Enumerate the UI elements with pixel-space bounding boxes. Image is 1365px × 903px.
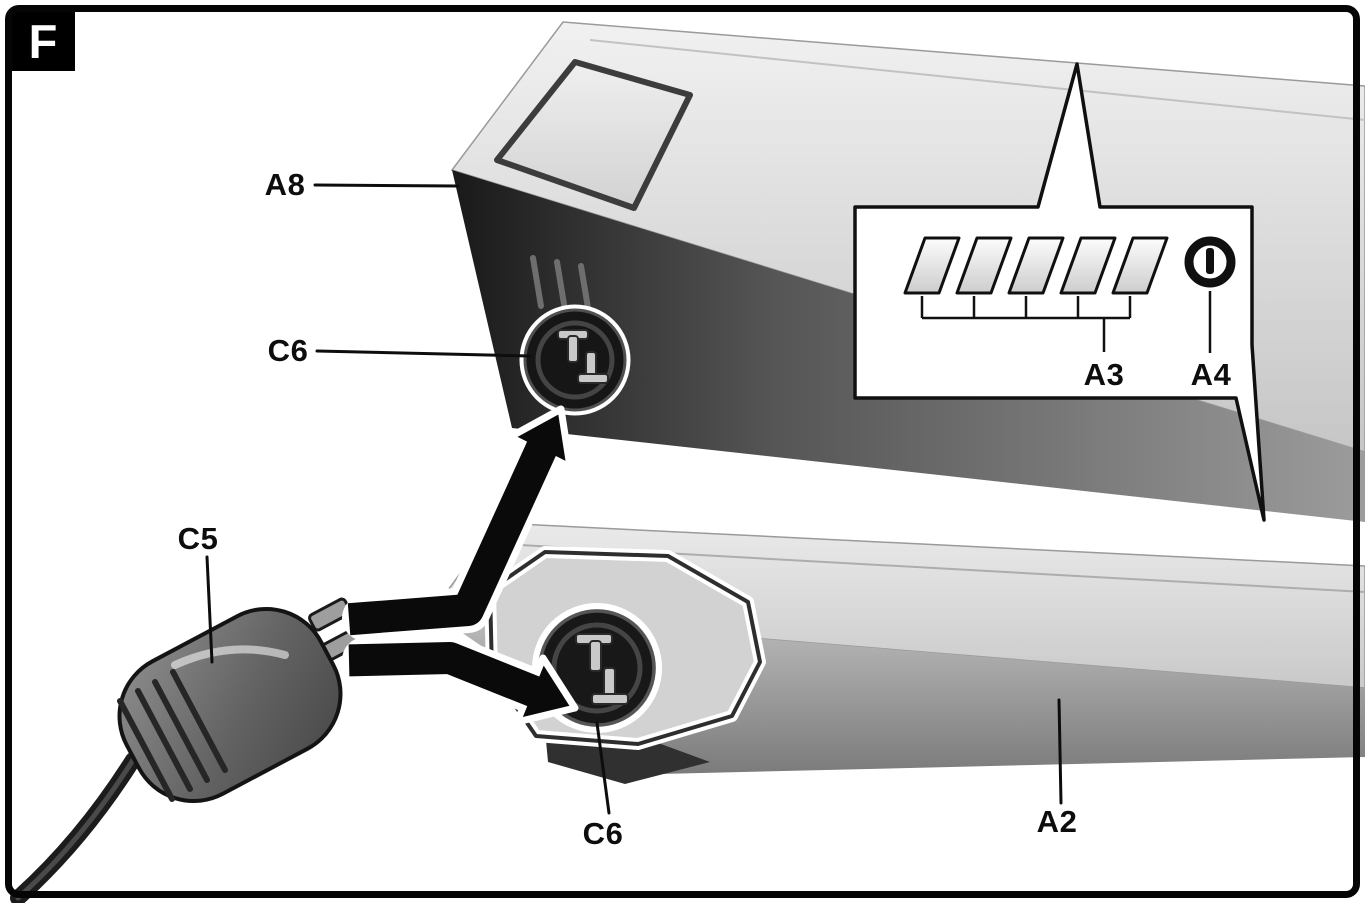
insert-arrow-lower-shaft xyxy=(348,642,551,711)
leader-line-c5 xyxy=(205,555,214,664)
label-a8: A8 xyxy=(264,167,306,202)
callout-box-outline xyxy=(853,62,1266,522)
figure-tag-badge: F xyxy=(11,11,75,71)
indicator-bracket xyxy=(920,296,1132,352)
power-plug xyxy=(10,597,364,903)
lower-socket-ring xyxy=(551,622,643,714)
upper-battery-top-seam xyxy=(589,39,1365,121)
leader-line-c6-upper xyxy=(315,349,532,358)
insert-arrow-upper-shaft xyxy=(347,430,562,636)
indicator-callout-box xyxy=(853,62,1266,522)
power-cable xyxy=(10,752,141,903)
plug-grip-ribs xyxy=(117,669,228,802)
charge-bar xyxy=(955,236,1013,295)
lower-socket-pins xyxy=(575,633,629,705)
charge-bar xyxy=(903,236,961,295)
charge-indicator-bars xyxy=(903,236,1169,295)
power-icon-bar xyxy=(1206,248,1214,274)
leader-line-a2 xyxy=(1057,698,1063,805)
label-c5: C5 xyxy=(177,521,219,556)
leader-line-c6-lower xyxy=(595,721,611,815)
figure-tag: F xyxy=(28,14,58,68)
insert-arrow-lower xyxy=(342,635,579,726)
charge-bar xyxy=(1059,236,1117,295)
lower-battery xyxy=(430,522,1365,784)
upper-socket-ring xyxy=(535,320,615,400)
charge-bar xyxy=(1007,236,1065,295)
leader-lines xyxy=(205,183,1063,815)
plug-highlight xyxy=(171,645,289,669)
label-c6-upper: C6 xyxy=(267,333,309,368)
power-cable-highlight xyxy=(15,757,136,901)
insert-arrow-upper xyxy=(342,405,574,641)
battery-handle-recess xyxy=(494,59,693,211)
charge-bar xyxy=(1111,236,1169,295)
upper-socket-halo xyxy=(519,304,631,416)
label-a3: A3 xyxy=(1083,357,1125,392)
upper-socket-pins xyxy=(557,329,609,384)
leader-line-a8 xyxy=(313,183,460,188)
label-c6-lower: C6 xyxy=(582,816,624,851)
label-a4: A4 xyxy=(1190,357,1232,392)
power-button-icon xyxy=(1184,236,1236,288)
label-a2: A2 xyxy=(1036,804,1078,839)
upper-charging-socket xyxy=(519,304,631,416)
